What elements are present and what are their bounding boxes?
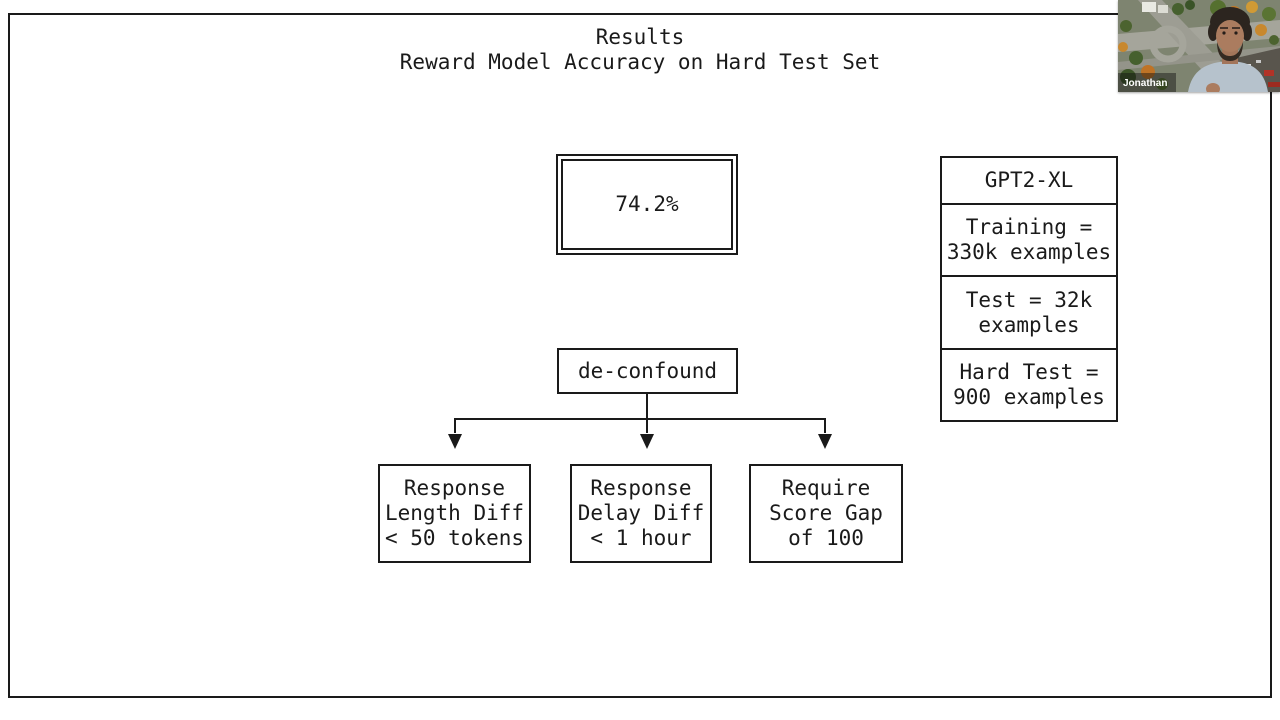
deconfound-box: de-confound [557,348,738,394]
slide-title: Results [595,25,685,49]
model-name-cell: GPT2-XL [984,168,1074,192]
slide-border [8,13,1272,698]
accuracy-result-box: 74.2% [556,154,738,255]
filter-box-response-length: Response Length Diff < 50 tokens [378,464,531,563]
participant-name-badge: Jonathan [1118,73,1176,92]
title-block: Results Reward Model Accuracy on Hard Te… [0,25,1280,75]
accuracy-result-inner-frame: 74.2% [561,159,733,250]
hard-test-examples-cell: Hard Test = 900 examples [942,348,1116,420]
webcam-thumbnail[interactable]: Jonathan [1118,0,1280,92]
filter-box-score-gap: Require Score Gap of 100 [749,464,903,563]
participant-name-label: Jonathan [1123,78,1167,89]
slide-subtitle: Reward Model Accuracy on Hard Test Set [399,50,881,74]
filter-box-response-delay: Response Delay Diff < 1 hour [570,464,712,563]
accuracy-value: 74.2% [615,192,679,216]
training-examples-cell: Training = 330k examples [942,203,1116,275]
test-examples-cell: Test = 32k examples [942,275,1116,348]
participant-avatar [1188,7,1268,92]
model-info-table: GPT2-XL Training = 330k examples Test = … [940,156,1118,422]
